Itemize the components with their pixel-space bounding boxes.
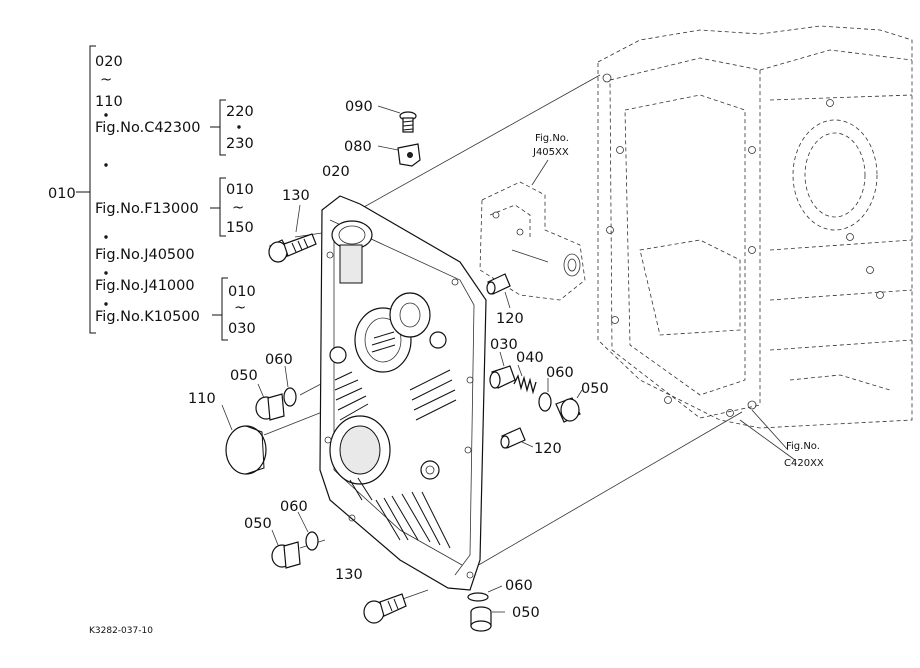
label-050-mid: 050 — [581, 381, 609, 397]
sub1-start: 220 — [226, 104, 254, 120]
label-110: 110 — [188, 391, 216, 407]
label-030: 030 — [490, 337, 518, 353]
label-060-bottom: 060 — [505, 578, 533, 594]
bolt-090 — [377, 105, 417, 133]
label-060-low: 060 — [280, 499, 308, 515]
label-060-left: 060 — [265, 352, 293, 368]
pin-120-bottom — [500, 427, 534, 449]
transmission-case — [597, 25, 913, 429]
bolt-130-top — [268, 204, 317, 263]
label-020: 020 — [322, 164, 350, 180]
ref-j405-line1: Fig.No. — [535, 133, 569, 144]
sub1-end: 230 — [226, 136, 254, 152]
fig-j41000: Fig.No.J41000 — [95, 278, 195, 294]
sub2-start: 010 — [226, 182, 254, 198]
label-090: 090 — [345, 99, 373, 115]
oring-060-left — [283, 365, 297, 407]
sub2-tilde: ~ — [232, 200, 244, 216]
label-050-bottom: 050 — [512, 605, 540, 621]
range1-start: 020 — [95, 54, 123, 70]
sub2-end: 150 — [226, 220, 254, 236]
pin-120-top — [486, 273, 511, 309]
front-cover-plate — [319, 195, 487, 591]
oring-060-bottom — [467, 585, 503, 602]
plug-050-left — [255, 383, 285, 421]
drawing-code: K3282-037-10 — [89, 626, 153, 636]
label-050-low: 050 — [244, 516, 272, 532]
oring-060-mid — [538, 378, 552, 412]
label-050-left: 050 — [230, 368, 258, 384]
fig-f13000: Fig.No.F13000 — [95, 201, 199, 217]
sub3-end: 030 — [228, 321, 256, 337]
range1-tilde: ~ — [100, 72, 112, 88]
c420-leader-2 — [739, 419, 796, 461]
ref-c420-line2: C420XX — [784, 458, 824, 469]
fig-c42300: Fig.No.C42300 — [95, 120, 200, 136]
plug-050-low — [271, 529, 301, 569]
ref-c420-line1: Fig.No. — [786, 441, 820, 452]
sub3-tilde: ~ — [234, 300, 246, 316]
bracket-labels: 010 020 ~ 110 Fig.No.C42300 220 230 Fig.… — [48, 54, 256, 337]
plug-050-mid — [555, 389, 583, 423]
label-130-bottom: 130 — [335, 567, 363, 583]
part-labels: 090 080 020 130 120 030 040 060 050 120 … — [188, 99, 609, 621]
ref-j405-line2: J405XX — [532, 147, 569, 158]
label-040: 040 — [516, 350, 544, 366]
c420-leader — [751, 409, 789, 451]
j405-leader — [531, 159, 549, 186]
reference-labels: Fig.No. J405XX Fig.No. C420XX — [532, 133, 824, 469]
root-010: 010 — [48, 186, 76, 202]
bracket-tree — [76, 45, 228, 341]
oring-060-low — [297, 511, 319, 551]
bolt-130-bottom — [363, 593, 407, 624]
sub3-start: 010 — [228, 284, 256, 300]
plug-030 — [489, 351, 516, 389]
label-060-mid: 060 — [546, 365, 574, 381]
label-080: 080 — [344, 139, 372, 155]
lock-plate-080 — [377, 143, 421, 167]
fig-k10500: Fig.No.K10500 — [95, 309, 200, 325]
plug-050-bottom — [470, 606, 505, 632]
label-120-bottom: 120 — [534, 441, 562, 457]
fig-j40500: Fig.No.J40500 — [95, 247, 195, 263]
spring-040 — [513, 364, 537, 395]
cap-110 — [221, 404, 267, 475]
label-120-top: 120 — [496, 311, 524, 327]
label-130-top: 130 — [282, 188, 310, 204]
range1-end: 110 — [95, 94, 123, 110]
